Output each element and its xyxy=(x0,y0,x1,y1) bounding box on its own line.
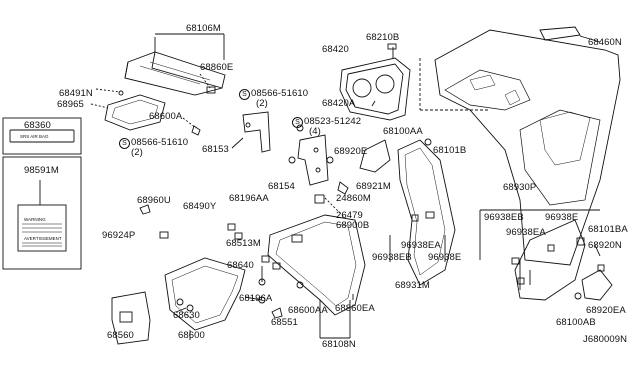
label-68600: 68600 xyxy=(178,330,205,341)
warning-text: WARNING xyxy=(24,217,46,222)
label-68920EA: 68920EA xyxy=(586,305,626,316)
label-68920E: 68920E xyxy=(334,146,368,157)
label-68101B: 68101B xyxy=(433,145,467,156)
label-68960U: 68960U xyxy=(137,195,171,206)
label-96924P: 96924P xyxy=(102,230,136,241)
label-68420A: 68420A xyxy=(322,98,356,109)
label-24860M: 24860M xyxy=(336,193,371,204)
cluster-hood-68420 xyxy=(339,43,411,121)
label-68360: 68360 xyxy=(24,120,51,131)
label-68900B: 68900B xyxy=(336,220,370,231)
bracket-68154 xyxy=(297,134,329,186)
label-68460N: 68460N xyxy=(588,37,622,48)
diagram-reference: J680009N xyxy=(583,334,628,345)
label-68100AB: 68100AB xyxy=(556,317,596,328)
label-68101BA: 68101BA xyxy=(588,224,628,235)
label-68154: 68154 xyxy=(268,181,295,192)
label-98591M: 98591M xyxy=(24,165,59,176)
label-68921M: 68921M xyxy=(356,181,391,192)
vent-68460N xyxy=(539,26,581,41)
label-08566-51610-a: 08566-51610 xyxy=(251,88,309,99)
bracket-68153 xyxy=(242,111,271,153)
glovebox-68600 xyxy=(164,257,246,331)
trim-68920EA xyxy=(581,269,613,301)
label-96938EB-b: 96938EB xyxy=(372,252,412,263)
label-68513M: 68513M xyxy=(226,238,261,249)
bracket-68106M xyxy=(124,37,226,96)
warning-label xyxy=(17,204,67,252)
label-68860EA: 68860EA xyxy=(335,303,375,314)
label-96938E-a: 96938E xyxy=(545,212,579,223)
label-68600AA: 68600AA xyxy=(288,305,328,316)
screw-symbol-a: S xyxy=(239,89,250,100)
box-68560 xyxy=(111,291,151,345)
srs-sticker-text: SRS AIR BAG xyxy=(20,134,49,139)
panel-68930P xyxy=(514,219,586,301)
label-08523-51242-qty: (4) xyxy=(309,126,321,137)
sticker-box-98591M xyxy=(2,156,82,270)
glovebox-lid-68108N xyxy=(267,214,366,316)
trim-68920E xyxy=(359,139,391,173)
label-68196AA: 68196AA xyxy=(229,193,269,204)
label-96938EA-b: 96938EA xyxy=(401,240,441,251)
screw-symbol-b: S xyxy=(119,138,130,149)
label-68551: 68551 xyxy=(271,317,298,328)
screw-symbol-c: S xyxy=(292,117,303,128)
label-08566-51610-b: 08566-51610 xyxy=(131,137,189,148)
label-08566-51610-b-qty: (2) xyxy=(131,147,143,158)
label-68560: 68560 xyxy=(107,330,134,341)
label-68420: 68420 xyxy=(322,44,349,55)
label-68930P: 68930P xyxy=(503,182,537,193)
label-68630: 68630 xyxy=(173,310,200,321)
label-68210B: 68210B xyxy=(366,32,400,43)
label-68491N: 68491N xyxy=(59,88,93,99)
label-68640: 68640 xyxy=(227,260,254,271)
label-68965: 68965 xyxy=(57,99,84,110)
advertissement-text: AVERTISSEMENT xyxy=(24,236,62,241)
label-68931M: 68931M xyxy=(395,280,430,291)
sticker-box-68360 xyxy=(2,117,82,155)
label-68600A: 68600A xyxy=(149,111,183,122)
label-68920N: 68920N xyxy=(588,240,622,251)
label-08523-51242: 08523-51242 xyxy=(304,116,362,127)
label-96938EB-a: 96938EB xyxy=(484,212,524,223)
label-96938EA-a: 96938EA xyxy=(506,227,546,238)
label-68100AA: 68100AA xyxy=(383,126,423,137)
label-26479: 26479 xyxy=(336,210,363,221)
label-68860E: 68860E xyxy=(200,62,234,73)
label-08566-51610-a-qty: (2) xyxy=(256,98,268,109)
label-68106M: 68106M xyxy=(186,23,221,34)
tray-68965 xyxy=(104,94,166,131)
srs-sticker xyxy=(9,129,75,143)
panel-68931M xyxy=(397,139,456,286)
label-68108N: 68108N xyxy=(322,339,356,350)
label-68196A: 68196A xyxy=(239,293,273,304)
label-68153: 68153 xyxy=(202,144,229,155)
label-68490Y: 68490Y xyxy=(183,201,217,212)
label-96938E-b: 96938E xyxy=(428,252,462,263)
